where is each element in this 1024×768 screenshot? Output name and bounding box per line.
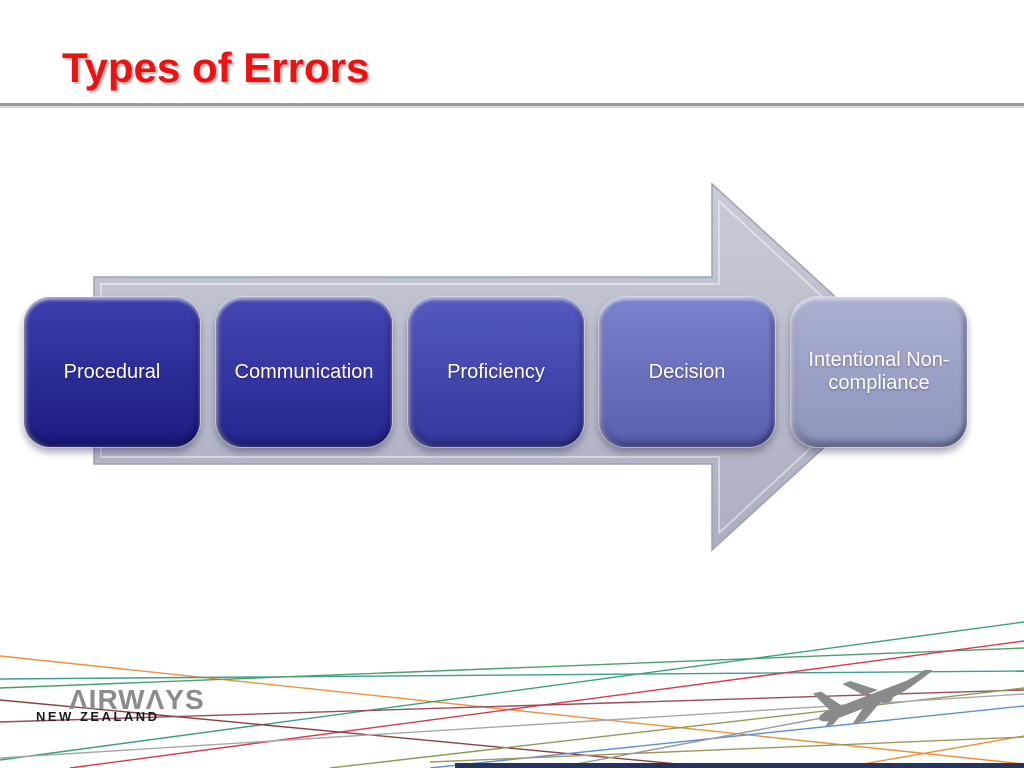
error-box-decision: Decision bbox=[599, 297, 775, 447]
flight-path-line bbox=[0, 647, 1024, 689]
page-title: Types of Errors bbox=[62, 44, 370, 91]
bottom-accent-bar bbox=[455, 763, 1024, 768]
error-box-label: Communication bbox=[234, 360, 374, 383]
error-box-procedural: Procedural bbox=[24, 297, 200, 447]
error-box-communication: Communication bbox=[216, 297, 392, 447]
flight-path-line bbox=[0, 655, 1024, 765]
flight-path-line bbox=[554, 713, 844, 768]
error-box-label: Decision bbox=[648, 360, 726, 383]
flight-path-line bbox=[0, 670, 1024, 680]
error-box-proficiency: Proficiency bbox=[408, 297, 584, 447]
title-divider bbox=[0, 103, 1024, 106]
airplane-icon bbox=[812, 670, 935, 727]
error-box-label: Proficiency bbox=[447, 360, 545, 383]
flight-path-line bbox=[0, 621, 1024, 761]
airways-logo-brand-text: ΛIRWΛYS bbox=[69, 684, 205, 715]
flight-path-line bbox=[839, 735, 1024, 768]
error-box-label: Intentional Non-compliance bbox=[808, 349, 950, 394]
flight-path-line bbox=[0, 699, 721, 768]
arrow-inner-highlight bbox=[100, 198, 900, 536]
error-box-intentional-non-compliance: Intentional Non-compliance bbox=[791, 297, 967, 447]
error-box-label: Procedural bbox=[63, 360, 161, 383]
airways-logo-region-text: NEW ZEALAND bbox=[36, 709, 160, 724]
flight-path-line bbox=[429, 736, 1024, 763]
